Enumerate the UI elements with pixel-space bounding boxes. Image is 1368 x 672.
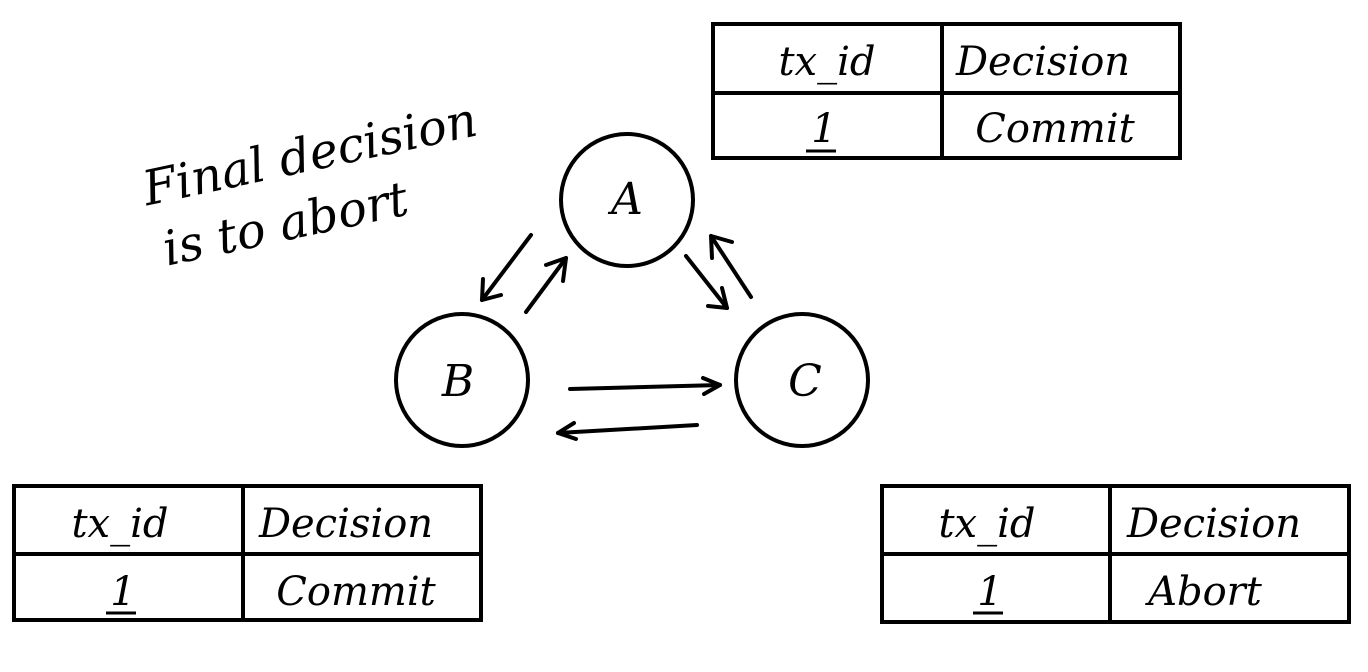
node-a-label: A bbox=[607, 174, 643, 225]
table-header-tx-id: tx_id bbox=[938, 501, 1035, 547]
table-header-decision: Decision bbox=[955, 39, 1130, 85]
arrow-a-to-b bbox=[480, 233, 533, 302]
node-a: A bbox=[559, 132, 695, 268]
node-b: B bbox=[394, 312, 530, 448]
node-b-circle bbox=[394, 312, 530, 448]
table-cell-tx-id: 1 bbox=[977, 569, 1002, 615]
arrow-c-to-a bbox=[709, 234, 753, 299]
table-header-decision: Decision bbox=[1126, 501, 1301, 547]
node-b-decision-table: tx_id Decision 1 Commit bbox=[12, 484, 483, 622]
table-header-decision: Decision bbox=[258, 501, 433, 547]
node-a-circle bbox=[559, 132, 695, 268]
table-header-tx-id: tx_id bbox=[778, 39, 875, 85]
node-c-label: C bbox=[788, 356, 822, 407]
arrow-b-to-a bbox=[524, 256, 568, 314]
node-a-decision-table: tx_id Decision 1 Commit bbox=[711, 22, 1182, 160]
table-cell-tx-id: 1 bbox=[110, 569, 135, 615]
table-cell-decision: Commit bbox=[276, 569, 436, 615]
node-c-decision-table: tx_id Decision 1 Abort bbox=[880, 484, 1351, 624]
arrow-a-to-c bbox=[684, 254, 729, 310]
node-b-label: B bbox=[441, 356, 474, 407]
node-c: C bbox=[734, 312, 870, 448]
table-header-tx-id: tx_id bbox=[71, 501, 168, 547]
table-cell-decision: Abort bbox=[1144, 569, 1263, 615]
final-decision-note: Final decision is to abort bbox=[137, 92, 482, 278]
arrow-b-to-c bbox=[568, 376, 722, 396]
table-cell-tx-id: 1 bbox=[811, 106, 836, 152]
arrow-c-to-b bbox=[556, 421, 699, 441]
table-cell-decision: Commit bbox=[975, 106, 1135, 152]
node-c-circle bbox=[734, 312, 870, 448]
